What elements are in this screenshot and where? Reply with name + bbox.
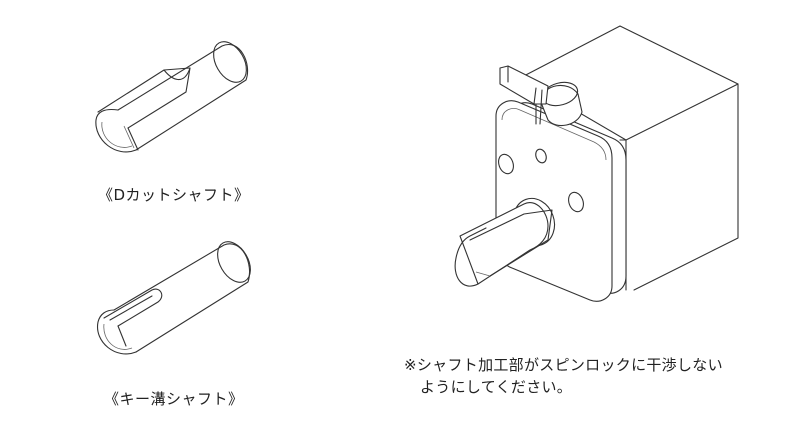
note-line-1: ※シャフト加工部がスピンロックに干渉しない xyxy=(404,356,723,374)
spin-lock-assembly-drawing xyxy=(454,25,739,302)
note-line-2: ようにしてください。 xyxy=(420,378,573,396)
d-cut-shaft-label: 《Dカットシャフト》 xyxy=(98,186,250,204)
keyway-shaft-label: 《キー溝シャフト》 xyxy=(104,390,244,408)
d-cut-shaft-drawing xyxy=(95,41,249,153)
keyway-shaft-drawing xyxy=(97,241,251,355)
interference-note: ※シャフト加工部がスピンロックに干渉しない ようにしてください。 xyxy=(404,354,723,398)
